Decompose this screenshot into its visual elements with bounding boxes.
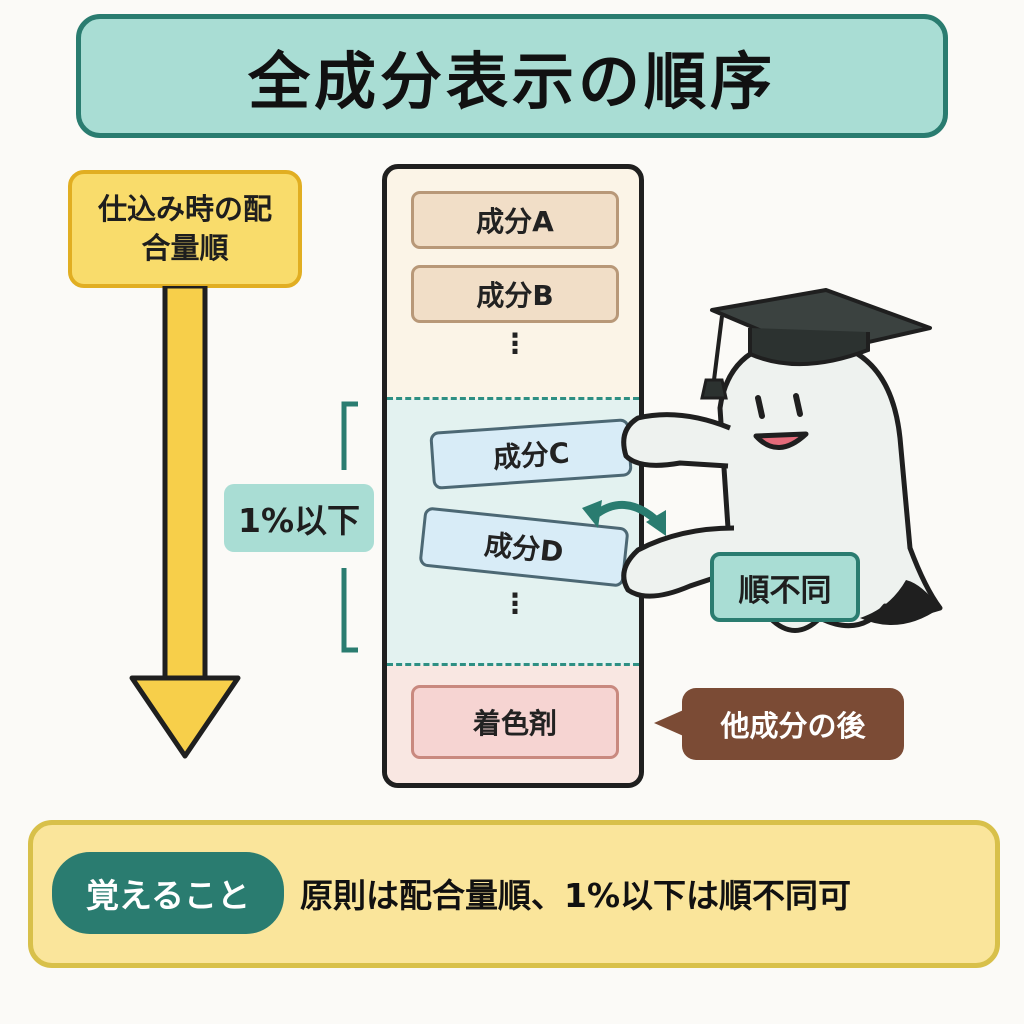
ingredient-b: 成分B — [411, 265, 619, 323]
ellipsis-bottom: ⋮ — [501, 587, 529, 620]
memo-text: 原則は配合量順、1%以下は順不同可 — [300, 876, 852, 915]
ghost-mascot-icon — [621, 288, 943, 633]
down-arrow-icon — [129, 286, 241, 759]
ingredient-list: 成分A 成分B ⋮ 成分C 成分D ⋮ 着色剤 — [382, 164, 644, 788]
divider-top — [387, 397, 639, 400]
memo-tag: 覚えること — [52, 852, 284, 934]
ingredient-a: 成分A — [411, 191, 619, 249]
ingredient-colorant: 着色剤 — [411, 685, 619, 759]
ellipsis-top: ⋮ — [501, 327, 529, 360]
page-title: 全成分表示の順序 — [76, 14, 948, 138]
bracket-icon — [341, 401, 358, 653]
callout-pointer-icon — [654, 708, 688, 738]
threshold-label: 1%以下 — [224, 484, 374, 552]
order-label: 仕込み時の配合量順 — [68, 170, 302, 288]
divider-bottom — [387, 663, 639, 666]
after-others-callout: 他成分の後 — [682, 688, 904, 760]
any-order-badge: 順不同 — [710, 552, 860, 622]
swap-arrow-icon — [582, 500, 666, 536]
